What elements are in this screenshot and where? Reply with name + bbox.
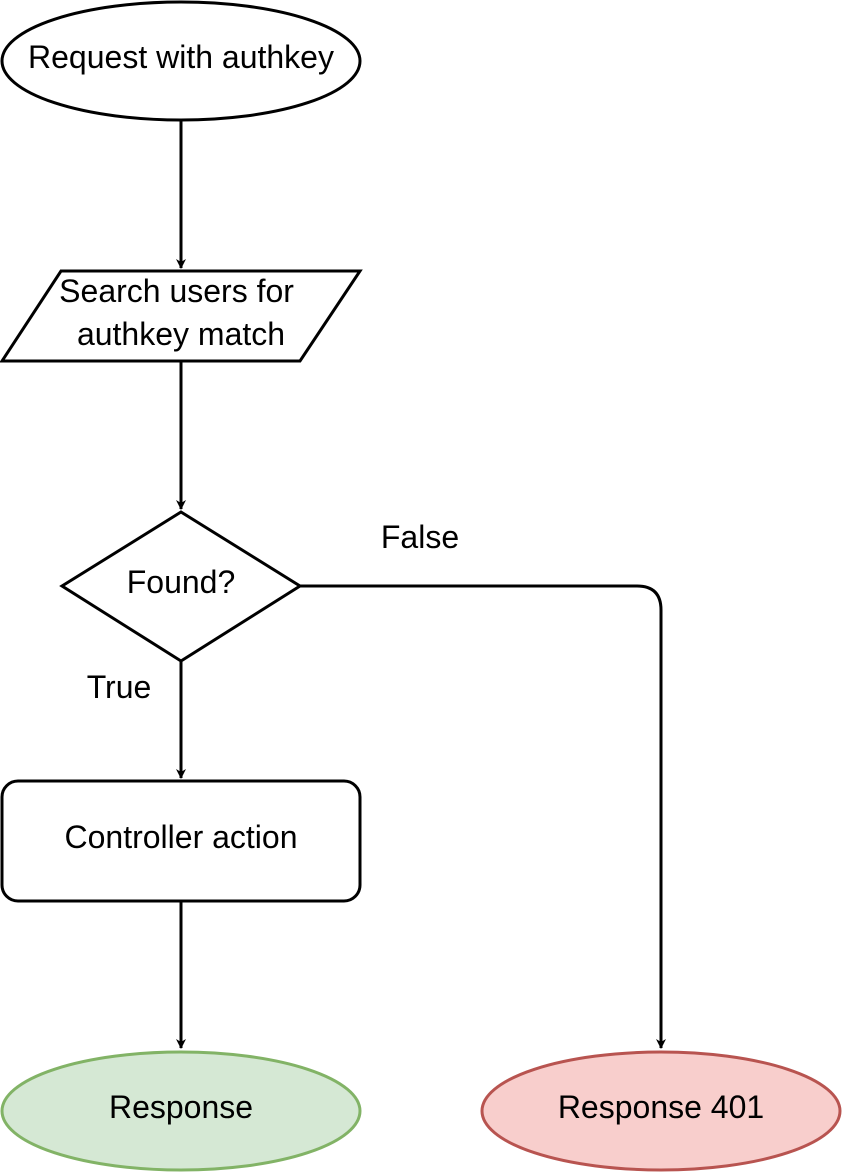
node-search-label: Search users for authkey match — [59, 273, 303, 352]
node-search-label-line2: authkey match — [77, 316, 285, 352]
node-response: Response — [0, 1050, 362, 1172]
edge-label-true: True — [87, 669, 152, 705]
node-decision-shape — [59, 510, 303, 663]
node-search-shape — [0, 269, 363, 363]
node-response-401-shape — [480, 1050, 842, 1172]
node-decision-label: Found? — [127, 564, 236, 600]
edge-label-false: False — [381, 519, 459, 555]
node-search-label-line1: Search users for — [59, 273, 294, 309]
node-response-401: Response 401 — [480, 1050, 842, 1172]
node-response-label: Response — [109, 1089, 253, 1125]
node-response-401-label: Response 401 — [558, 1089, 764, 1125]
node-controller-shape — [0, 779, 362, 903]
node-decision: Found? — [59, 510, 303, 663]
node-search: Search users for authkey match — [0, 269, 363, 363]
node-controller: Controller action — [0, 779, 362, 903]
node-start: Request with authkey — [0, 0, 362, 122]
node-response-shape — [0, 1050, 362, 1172]
node-start-label: Request with authkey — [28, 39, 334, 75]
edges — [176, 121, 666, 1049]
edge-decision-to-response401 — [300, 584, 666, 1049]
node-controller-label: Controller action — [65, 819, 298, 855]
node-start-shape — [0, 0, 362, 122]
